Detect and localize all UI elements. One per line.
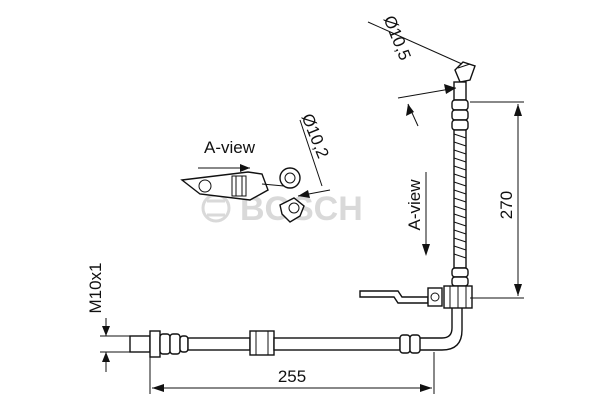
dimension-diameter-top: Ø10,5	[367, 13, 463, 127]
vertical-length-label: 270	[497, 191, 516, 219]
dimension-vertical-length: 270	[470, 101, 524, 299]
diameter-mid-label: Ø10,2	[298, 111, 333, 161]
a-view-left-label: A-view	[204, 138, 256, 157]
thread-label: M10x1	[86, 262, 105, 313]
a-view-right-label: A-view	[405, 179, 424, 231]
a-view-arrow: A-view	[405, 172, 430, 256]
bosch-logo-icon	[201, 193, 231, 223]
horizontal-hose	[129, 330, 421, 358]
vertical-hose	[359, 61, 476, 351]
dimension-thread: M10x1	[86, 262, 132, 372]
horizontal-length-label: 255	[278, 367, 306, 386]
diameter-top-label: Ø10,5	[380, 13, 415, 63]
dimension-horizontal-length: 255	[149, 352, 435, 394]
